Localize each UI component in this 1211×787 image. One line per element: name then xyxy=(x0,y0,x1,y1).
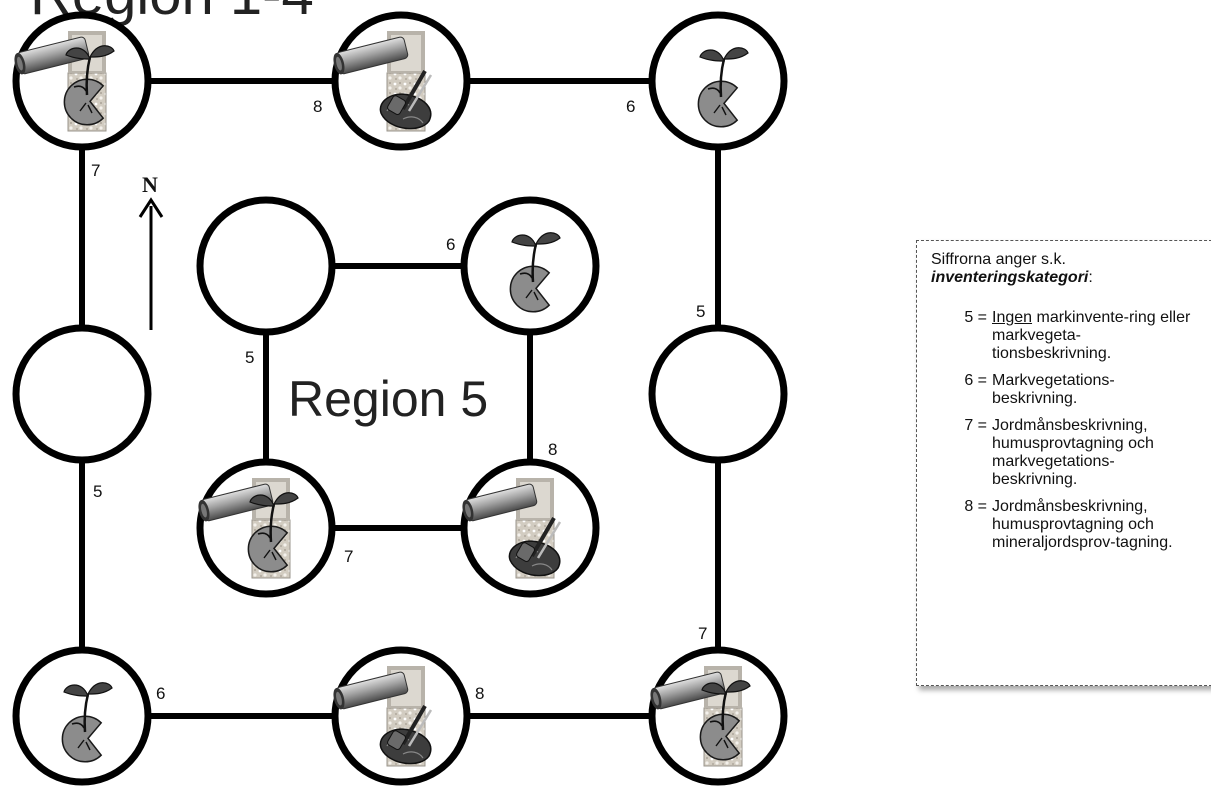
edge-labels: 8 6 7 5 5 7 6 8 6 5 8 7 xyxy=(91,97,707,703)
legend-item-5: 5 = Ingen markinvente-ring eller markveg… xyxy=(931,309,1211,363)
node-circle xyxy=(12,324,152,464)
plot-node-inner-bottom-right xyxy=(459,458,600,598)
legend-item-number: 7 = xyxy=(964,417,987,434)
plot-node-outer-top-left xyxy=(11,11,152,151)
plot-node-outer-middle-right xyxy=(648,324,788,464)
plot-node-outer-bottom-left xyxy=(12,646,152,786)
legend-intro-colon: : xyxy=(1088,269,1093,286)
node-circle xyxy=(196,196,336,336)
legend-intro-term: inventeringskategori xyxy=(931,269,1089,286)
edge-label-outer-left-top: 7 xyxy=(91,161,100,180)
legend-item-description: Markvegetations-beskrivning. xyxy=(992,372,1197,408)
legend-item-8: 8 = Jordmånsbeskrivning, humusprovtagnin… xyxy=(931,498,1211,552)
plot-node-outer-bottom-middle xyxy=(330,646,471,786)
edge-label-inner-left: 5 xyxy=(245,348,254,367)
plot-node-outer-bottom-right xyxy=(647,646,788,786)
category-legend: Siffrorna anger s.k. inventeringskategor… xyxy=(916,240,1211,686)
edge-label-outer-right-bottom: 7 xyxy=(698,624,707,643)
plot-node-inner-top-right xyxy=(460,196,600,336)
north-arrow: N xyxy=(138,172,164,330)
plot-node-inner-bottom-left xyxy=(195,458,336,598)
edge-label-inner-bottom: 7 xyxy=(344,547,353,566)
legend-intro: Siffrorna anger s.k. inventeringskategor… xyxy=(931,251,1211,287)
legend-item-text: Markvegetations-beskrivning. xyxy=(992,372,1115,407)
legend-item-emphasis: Ingen xyxy=(992,309,1033,326)
edge-label-outer-top-left: 8 xyxy=(313,97,322,116)
legend-item-text: markinvente-ring eller markvegeta-tionsb… xyxy=(992,309,1191,362)
edge-label-outer-top-right: 6 xyxy=(626,97,635,116)
legend-intro-line: Siffrorna anger s.k. xyxy=(931,251,1066,268)
inner-region-title: Region 5 xyxy=(288,371,488,427)
legend-item-description: Jordmånsbeskrivning, humusprovtagning oc… xyxy=(992,417,1197,489)
legend-item-number: 5 = xyxy=(964,309,987,326)
plot-node-outer-top-right xyxy=(648,11,788,151)
legend-item-description: Ingen markinvente-ring eller markvegeta-… xyxy=(992,309,1197,363)
edge-label-outer-bottom-right: 8 xyxy=(475,684,484,703)
legend-item-number: 6 = xyxy=(964,372,987,389)
legend-item-number: 8 = xyxy=(964,498,987,515)
legend-item-text: Jordmånsbeskrivning, humusprovtagning oc… xyxy=(992,498,1173,551)
north-label: N xyxy=(142,172,158,197)
edge-label-outer-left-bottom: 5 xyxy=(93,482,102,501)
legend-list: 5 = Ingen markinvente-ring eller markveg… xyxy=(931,309,1211,552)
edge-label-inner-top: 6 xyxy=(446,235,455,254)
legend-item-text: Jordmånsbeskrivning, humusprovtagning oc… xyxy=(992,417,1154,488)
legend-item-6: 6 = Markvegetations-beskrivning. xyxy=(931,372,1211,408)
north-arrow-head xyxy=(138,197,164,218)
plot-node-outer-middle-left xyxy=(12,324,152,464)
edge-label-outer-right-top: 5 xyxy=(696,302,705,321)
node-circle xyxy=(648,324,788,464)
legend-item-7: 7 = Jordmånsbeskrivning, humusprovtagnin… xyxy=(931,417,1211,489)
legend-item-description: Jordmånsbeskrivning, humusprovtagning oc… xyxy=(992,498,1197,552)
edge-label-outer-bottom-left: 6 xyxy=(156,684,165,703)
edge-label-inner-right: 8 xyxy=(548,440,557,459)
plot-node-outer-top-middle xyxy=(330,11,471,151)
plot-node-inner-top-left xyxy=(196,196,336,336)
